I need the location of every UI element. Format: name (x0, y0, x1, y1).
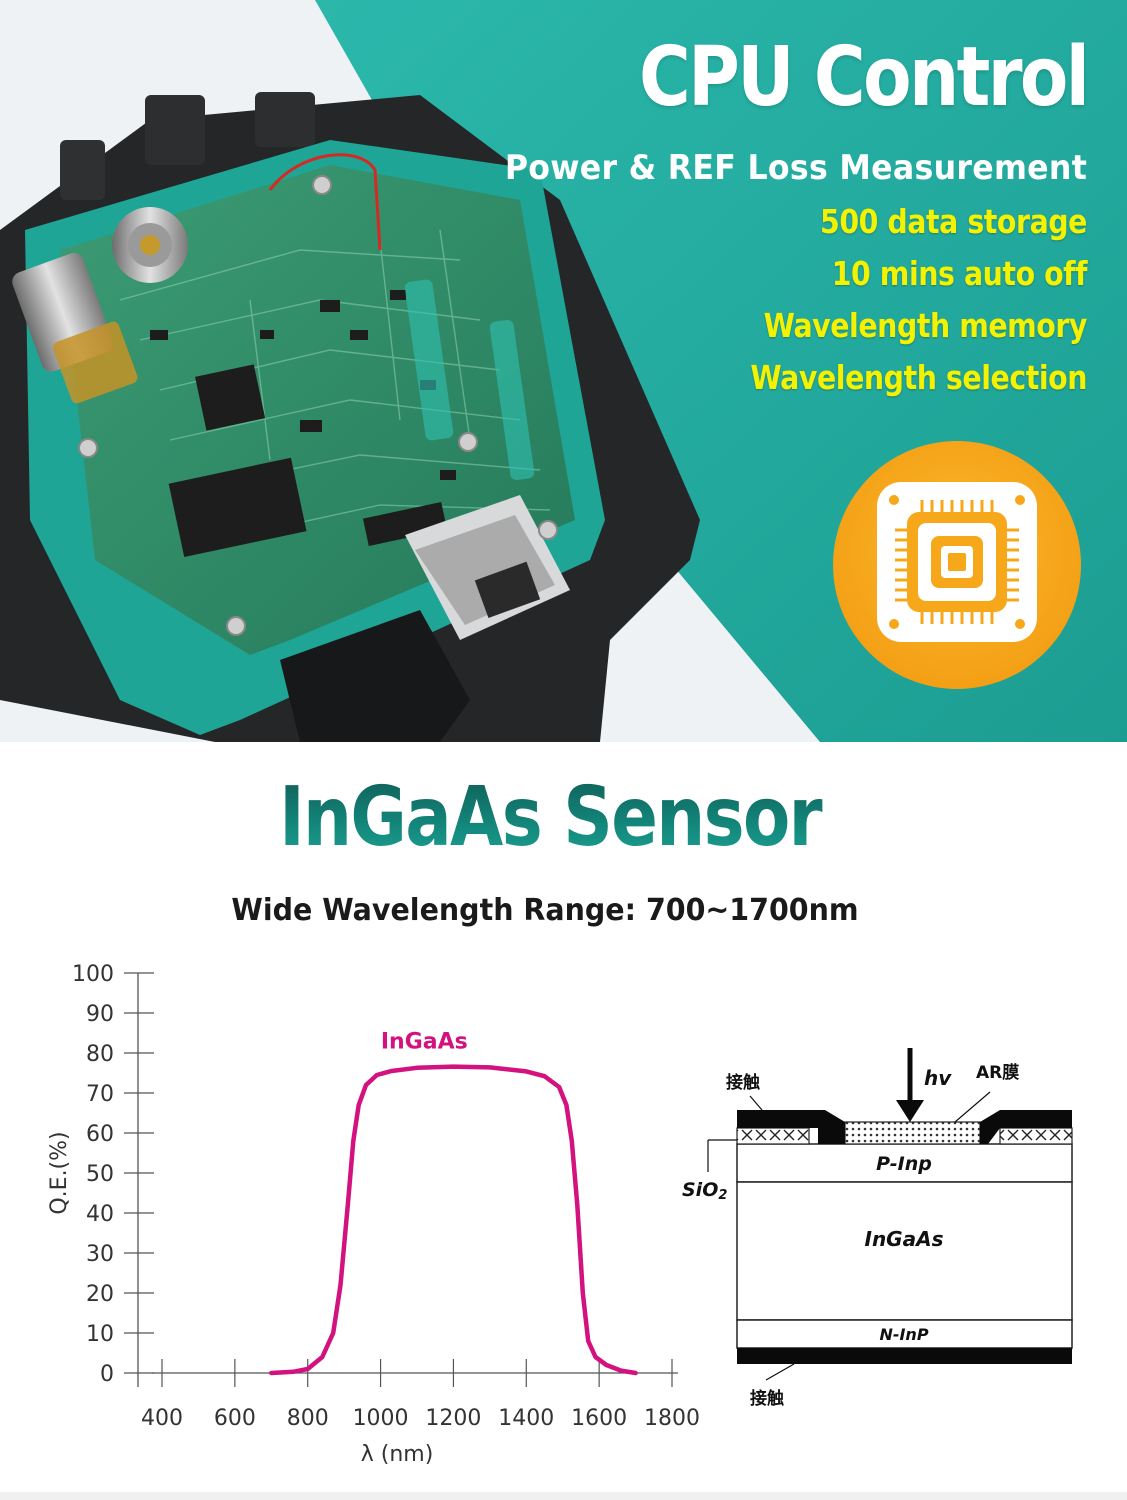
wavelength-range-text: Wide Wavelength Range: 700~1700nm (231, 893, 859, 928)
sio2-right (999, 1127, 1073, 1145)
photodiode-structure-diagram: 接触 hv AR膜 SiO2 P-Inp InGaAs N-InP 接触 (682, 1048, 1073, 1409)
feature-item: 500 data storage (820, 202, 1087, 241)
feature-item: Wavelength memory (763, 306, 1088, 345)
y-tick-label: 50 (86, 1162, 114, 1187)
y-tick-label: 60 (86, 1122, 114, 1147)
layer-label-ingaas: InGaAs (865, 1227, 944, 1251)
cpu-chip-icon (833, 441, 1081, 689)
y-axis-label: Q.E.(%) (47, 1131, 72, 1214)
hv-label: hv (924, 1066, 952, 1090)
series-label: InGaAs (381, 1030, 468, 1055)
y-tick-label: 20 (86, 1282, 114, 1307)
x-tick-label: 1400 (498, 1406, 554, 1431)
hero-banner: CPU Control Power & REF Loss Measurement… (0, 0, 1127, 742)
y-tick-label: 30 (86, 1242, 114, 1267)
x-tick-label: 1000 (353, 1406, 409, 1431)
y-tick-label: 70 (86, 1082, 114, 1107)
x-tick-label: 600 (214, 1406, 256, 1431)
x-tick-label: 1200 (425, 1406, 481, 1431)
sensor-title: InGaAs Sensor (88, 770, 1012, 865)
contact-top-label: 接触 (726, 1072, 760, 1093)
device-photo-illustration (0, 0, 1127, 742)
feature-item: 10 mins auto off (831, 254, 1088, 293)
x-axis-label: λ (nm) (361, 1442, 434, 1467)
chart-lines: InGaAs (269, 1030, 638, 1376)
hero-title: CPU Control (638, 30, 1090, 125)
layer-p-inp (736, 1143, 1073, 1183)
bottom-contact (737, 1348, 1072, 1364)
x-tick-label: 1600 (571, 1406, 627, 1431)
series-line-ingaas (269, 1064, 638, 1376)
qe-chart: λ (nm) Q.E.(%) 0 10 20 30 40 50 60 70 80 90 100 400 6… (47, 962, 700, 1467)
bottom-strip (0, 1492, 1127, 1500)
y-tick-label: 100 (72, 962, 114, 987)
feature-list: 500 data storage 10 mins auto off Wavele… (567, 196, 1087, 404)
sio2-left (736, 1127, 810, 1145)
y-tick-label: 90 (86, 1002, 114, 1027)
layer-ingaas (736, 1181, 1073, 1321)
chart-ticks: 0 10 20 30 40 50 60 70 80 90 100 400 600 800 1000 1200 1… (72, 962, 700, 1431)
y-tick-label: 10 (86, 1322, 114, 1347)
layer-label-p-inp: P-Inp (876, 1153, 932, 1175)
y-tick-label: 40 (86, 1202, 114, 1227)
feature-item: Wavelength selection (750, 358, 1087, 397)
incident-light-arrow (896, 1100, 924, 1122)
ar-film-label: AR膜 (976, 1062, 1019, 1083)
top-contact-right (980, 1110, 1072, 1144)
top-contact-left (737, 1110, 845, 1144)
layer-n-inp (736, 1319, 1073, 1349)
ar-film (844, 1121, 981, 1145)
sio2-label-text: SiO (682, 1179, 718, 1201)
contact-bottom-label: 接触 (750, 1388, 784, 1409)
x-tick-label: 400 (141, 1406, 183, 1431)
y-tick-label: 0 (100, 1362, 114, 1387)
hero-subtitle: Power & REF Loss Measurement (504, 148, 1087, 188)
y-tick-label: 80 (86, 1042, 114, 1067)
chart-axes: λ (nm) Q.E.(%) (47, 973, 678, 1467)
sio2-subscript: 2 (718, 1188, 727, 1203)
layer-label-n-inp: N-InP (879, 1325, 928, 1344)
x-tick-label: 1800 (644, 1406, 700, 1431)
x-tick-label: 800 (287, 1406, 329, 1431)
sio2-label: SiO2 (682, 1179, 727, 1203)
